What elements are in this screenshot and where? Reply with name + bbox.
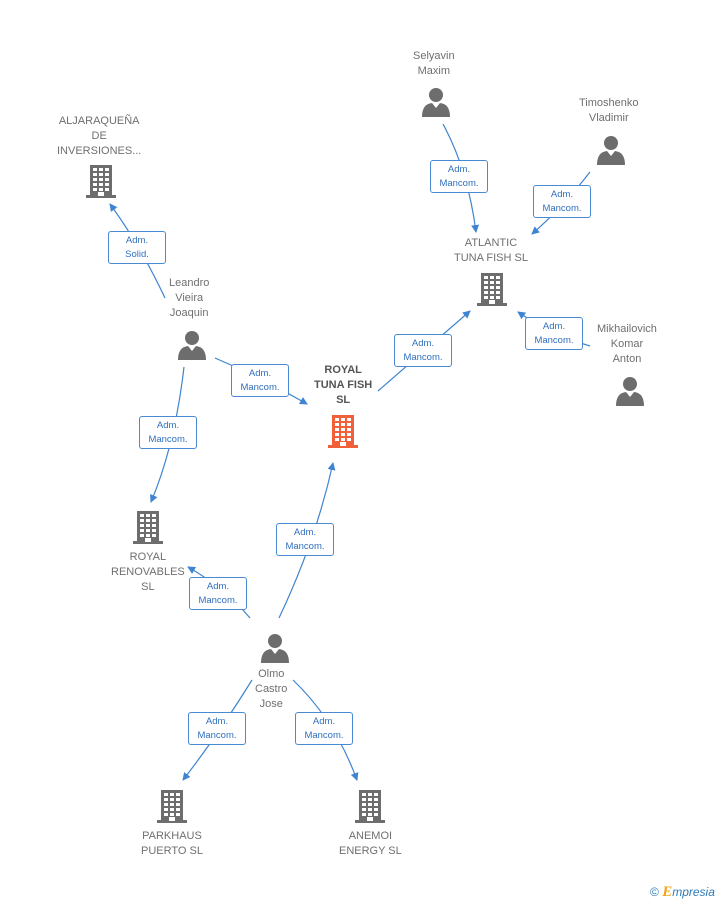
relation-text: Adm. bbox=[550, 189, 574, 200]
person-icon bbox=[260, 633, 290, 668]
node-label-line: Joaquin bbox=[169, 307, 209, 319]
brand-name: mpresia bbox=[672, 885, 715, 899]
relation-text: Adm. bbox=[125, 235, 149, 246]
node-label-line: ANEMOI bbox=[348, 830, 393, 842]
relation-text: Adm. bbox=[248, 368, 272, 379]
node-label-line: PUERTO SL bbox=[141, 845, 203, 857]
node-label-line: ROYAL bbox=[129, 551, 167, 563]
node-label-line: Timoshenko bbox=[579, 97, 639, 109]
node-label-line: TUNA FISH bbox=[314, 379, 373, 391]
building-icon bbox=[132, 509, 164, 550]
relation-text: Mancom. bbox=[198, 595, 238, 606]
node-label-line: SL bbox=[141, 581, 155, 593]
empresia-logo[interactable]: © Empresia bbox=[650, 884, 715, 901]
relation-text: Adm. bbox=[411, 338, 435, 349]
node-label: ANEMOI ENERGY SL bbox=[339, 829, 402, 859]
relation-text: Mancom. bbox=[403, 352, 443, 363]
node-label-line: PARKHAUS bbox=[142, 830, 202, 842]
building-icon bbox=[85, 163, 117, 204]
person-icon bbox=[596, 135, 626, 170]
node-label-line: Mikhailovich bbox=[597, 323, 657, 335]
node-label-line: Selyavin bbox=[413, 50, 455, 62]
node-label-line: Anton bbox=[612, 353, 642, 365]
relation-text: Solid. bbox=[125, 249, 149, 260]
node-label-line: TUNA FISH SL bbox=[454, 252, 528, 264]
node-label: ROYAL RENOVABLES SL bbox=[111, 550, 185, 595]
node-label-line: ENERGY SL bbox=[339, 845, 402, 857]
relation-text: Mancom. bbox=[304, 730, 344, 741]
node-label-line: INVERSIONES... bbox=[57, 145, 142, 157]
person-icon bbox=[421, 87, 451, 122]
relation-text: Mancom. bbox=[542, 203, 582, 214]
node-label-line: ALJARAQUEÑA bbox=[58, 115, 140, 127]
relation-text: Adm. bbox=[206, 581, 230, 592]
person-icon bbox=[615, 376, 645, 411]
relation-text: Mancom. bbox=[285, 541, 325, 552]
node-label-line: RENOVABLES bbox=[111, 566, 185, 578]
relation-badge-timoshenko-atlantic[interactable]: Adm. Mancom. bbox=[533, 185, 591, 218]
relation-badge-royal-tuna-atlantic[interactable]: Adm. Mancom. bbox=[394, 334, 452, 367]
relation-badge-leandro-royal-renov[interactable]: Adm. Mancom. bbox=[139, 416, 197, 449]
relation-text: Mancom. bbox=[240, 382, 280, 393]
relation-badge-olmo-royal-renov[interactable]: Adm. Mancom. bbox=[189, 577, 247, 610]
node-label: ALJARAQUEÑA DE INVERSIONES... bbox=[57, 114, 141, 159]
node-label-line: Leandro bbox=[169, 277, 210, 289]
brand-initial: E bbox=[662, 884, 673, 900]
relation-badge-leandro-royal-tuna[interactable]: Adm. Mancom. bbox=[231, 364, 289, 397]
node-label-line: Vieira bbox=[175, 292, 204, 304]
relation-text: Mancom. bbox=[534, 335, 574, 346]
relation-text: Adm. bbox=[542, 321, 566, 332]
relation-badge-selyavin-atlantic[interactable]: Adm. Mancom. bbox=[430, 160, 488, 193]
node-label-line: Vladimir bbox=[588, 112, 629, 124]
node-label-line: Maxim bbox=[417, 65, 450, 77]
building-icon bbox=[354, 788, 386, 829]
relation-text: Mancom. bbox=[148, 434, 188, 445]
copyright-symbol: © bbox=[650, 885, 659, 899]
node-label-line: Jose bbox=[259, 698, 283, 710]
relation-badge-olmo-royal-tuna[interactable]: Adm. Mancom. bbox=[276, 523, 334, 556]
node-label-line: Olmo bbox=[258, 668, 285, 680]
node-label-line: ATLANTIC bbox=[464, 237, 518, 249]
node-label: ATLANTIC TUNA FISH SL bbox=[454, 236, 528, 266]
node-label-line: Castro bbox=[255, 683, 288, 695]
relation-text: Adm. bbox=[205, 716, 229, 727]
node-label-line: Komar bbox=[610, 338, 644, 350]
node-label: PARKHAUS PUERTO SL bbox=[141, 829, 203, 859]
building-icon bbox=[156, 788, 188, 829]
relation-text: Adm. bbox=[293, 527, 317, 538]
relation-text: Adm. bbox=[447, 164, 471, 175]
building-icon bbox=[327, 413, 359, 454]
node-label-line: DE bbox=[91, 130, 107, 142]
relation-text: Adm. bbox=[156, 420, 180, 431]
relation-badge-mikhailovich-atlantic[interactable]: Adm. Mancom. bbox=[525, 317, 583, 350]
node-label-line: SL bbox=[336, 394, 351, 406]
node-label-line: ROYAL bbox=[324, 364, 362, 376]
relation-text: Mancom. bbox=[197, 730, 237, 741]
person-icon bbox=[177, 330, 207, 365]
node-label: ROYAL TUNA FISH SL bbox=[314, 363, 372, 408]
relation-text: Adm. bbox=[312, 716, 336, 727]
building-icon bbox=[476, 271, 508, 312]
relation-badge-olmo-parkhaus[interactable]: Adm. Mancom. bbox=[188, 712, 246, 745]
relation-badge-leandro-aljaraquena[interactable]: Adm. Solid. bbox=[108, 231, 166, 264]
relation-badge-olmo-anemoi[interactable]: Adm. Mancom. bbox=[295, 712, 353, 745]
relation-text: Mancom. bbox=[439, 178, 479, 189]
